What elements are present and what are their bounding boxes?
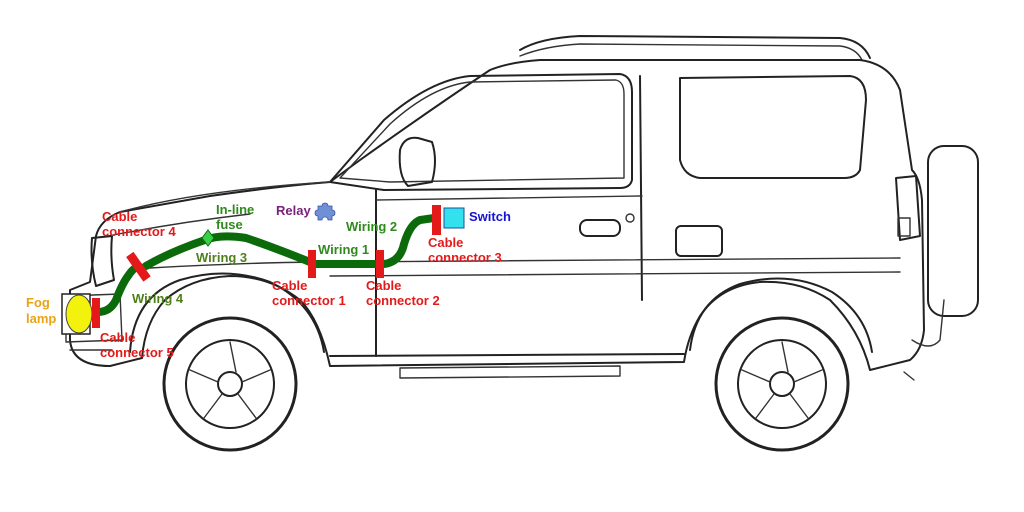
fog-lamp-icon: [65, 294, 93, 334]
label-switch: Switch: [469, 209, 511, 224]
rear-wheel: [714, 316, 850, 452]
label-wiring-3: Wiring 3: [196, 250, 247, 265]
label-inline-fuse: In-line fuse: [216, 202, 258, 232]
cable-connector-5: [92, 298, 100, 328]
label-wiring-4: Wiring 4: [132, 291, 184, 306]
label-wiring-2: Wiring 2: [346, 219, 397, 234]
vehicle-outline: [65, 35, 979, 381]
front-wheel: [162, 316, 298, 452]
wiring-3: [142, 232, 314, 270]
label-cable-connector-3: Cable connector 3: [428, 235, 502, 265]
cable-connector-1: [308, 250, 316, 278]
label-relay: Relay: [276, 203, 311, 218]
label-cable-connector-1: Cable connector 1: [272, 278, 346, 308]
label-cable-connector-5: Cable connector 5: [100, 330, 174, 360]
inline-fuse-icon: [201, 229, 215, 247]
switch-icon: [443, 207, 465, 229]
label-wiring-1: Wiring 1: [318, 242, 369, 257]
cable-connector-3: [432, 205, 441, 235]
label-cable-connector-4: Cable connector 4: [102, 209, 176, 239]
fog-lamp-assembly: [61, 293, 93, 335]
labels: Fog lamp Cable connector 5 Cable connect…: [26, 202, 511, 360]
cable-connector-4: [126, 251, 151, 282]
label-cable-connector-2: Cable connector 2: [366, 278, 440, 308]
relay-icon: [314, 202, 336, 221]
wiring-2: [380, 214, 438, 268]
label-fog-lamp: Fog lamp: [26, 295, 56, 326]
cable-connector-2: [376, 250, 384, 278]
